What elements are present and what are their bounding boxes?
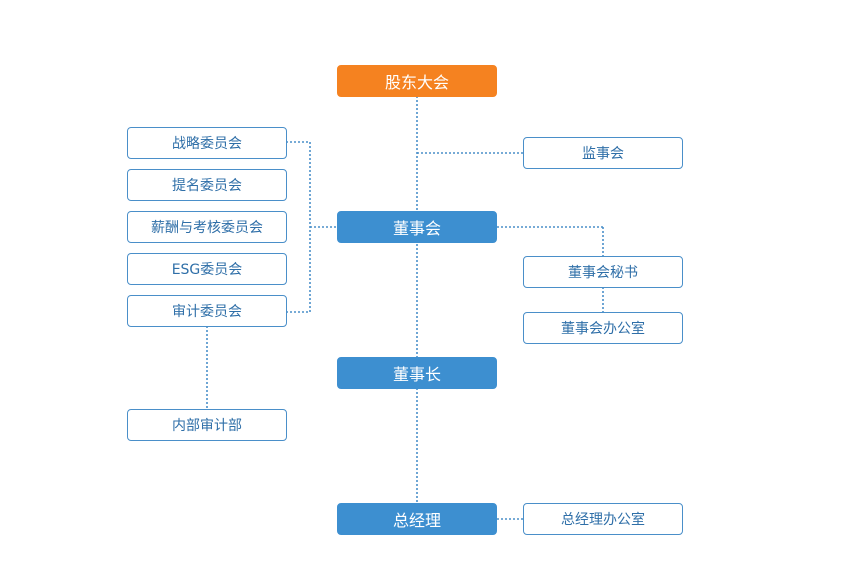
shareholders-meeting-node: 股东大会 bbox=[337, 65, 497, 97]
committee-esg-node: ESG委员会 bbox=[127, 253, 287, 285]
chairman-node: 董事长 bbox=[337, 357, 497, 389]
internal-audit-node: 内部审计部 bbox=[127, 409, 287, 441]
general-manager-node: 总经理 bbox=[337, 503, 497, 535]
committee-nomination-node: 提名委员会 bbox=[127, 169, 287, 201]
gm-office-node: 总经理办公室 bbox=[523, 503, 683, 535]
committee-audit-node: 审计委员会 bbox=[127, 295, 287, 327]
board-of-directors-node: 董事会 bbox=[337, 211, 497, 243]
committee-strategy-node: 战略委员会 bbox=[127, 127, 287, 159]
board-office-node: 董事会办公室 bbox=[523, 312, 683, 344]
committee-compensation-node: 薪酬与考核委员会 bbox=[127, 211, 287, 243]
supervisory-board-node: 监事会 bbox=[523, 137, 683, 169]
board-secretary-node: 董事会秘书 bbox=[523, 256, 683, 288]
